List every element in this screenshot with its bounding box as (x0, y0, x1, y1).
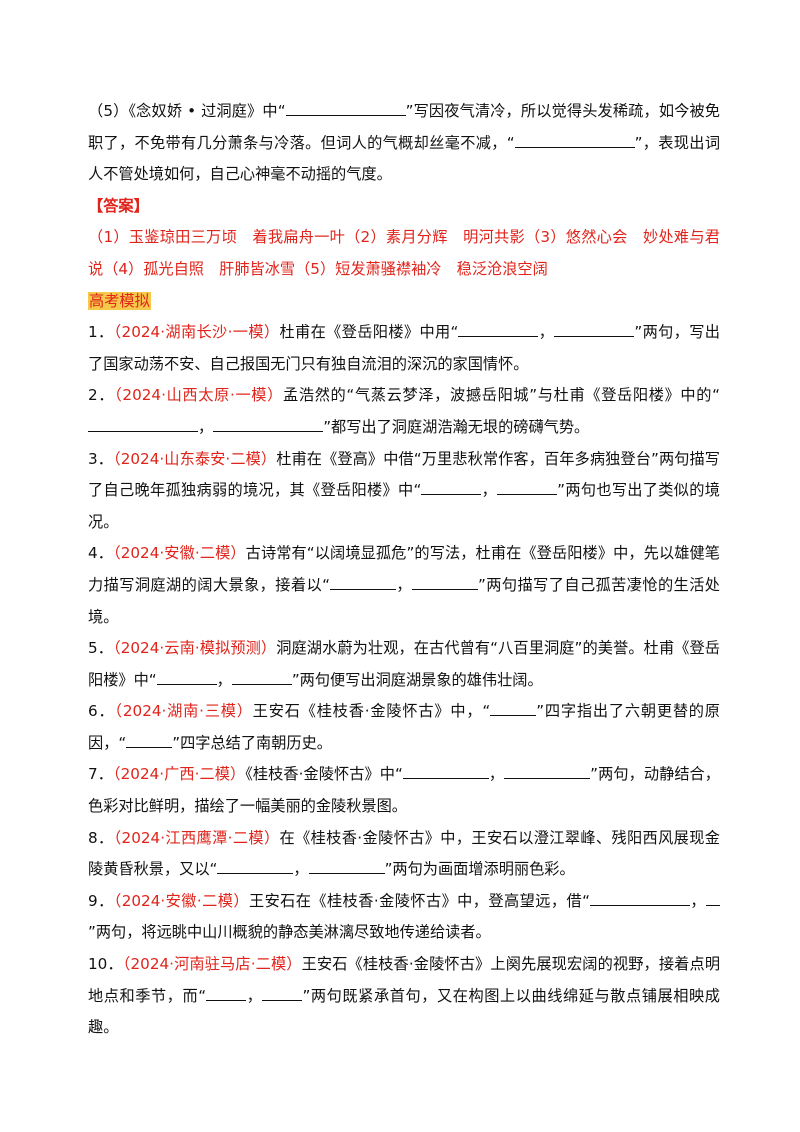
question-source: （2024·云南·模拟预测） (113, 639, 277, 658)
question-text: ， (481, 481, 498, 500)
answer-blank[interactable] (126, 731, 173, 748)
question-text: ， (538, 323, 555, 342)
answer-blank[interactable] (213, 415, 324, 432)
question-item: 4．（2024·安徽·二模）古诗常有“以阔境显孤危”的写法，杜甫在《登岳阳楼》中… (88, 538, 720, 633)
question-text: 杜甫在《登岳阳楼》中用“ (279, 323, 459, 342)
document-page: （5）《念奴娇 • 过洞庭》中“”写因夜气清冷，所以觉得头发稀疏，如今被免职了，… (88, 96, 720, 1044)
question-text: ”四字总结了南朝历史。 (172, 733, 332, 752)
question-text: 王安石《桂枝香·金陵怀古》上阕先展现宏阔的视野，接着点明地点和季节，而“ (88, 955, 721, 1005)
question-number: 7． (88, 765, 113, 784)
question-item: 8．（2024·江西鹰潭·二模）在《桂枝香·金陵怀古》中，王安石以澄江翠峰、残阳… (88, 823, 720, 886)
question-text: 杜甫在《登高》中借“万里悲秋常作客，百年多病独登台”两句描写了自己晚年孤独病弱的… (88, 449, 720, 500)
question-item: 6．（2024·湖南·三模）王安石《桂枝香·金陵怀古》中，“”四字指出了六朝更替… (88, 696, 720, 759)
question-source: （2024·安徽·二模） (113, 891, 249, 910)
section-title: 高考模拟 (88, 291, 151, 310)
question-source: （2024·山东泰安·二模） (113, 449, 277, 468)
question-source: （2024·湖南长沙·一模） (113, 323, 280, 342)
question-text: 王安石《桂枝香·金陵怀古》中，“ (252, 702, 491, 721)
question-text: 王安石在《桂枝香·金陵怀古》中，登高望远，借“ (248, 891, 590, 910)
question-text: ， (246, 986, 263, 1005)
question-text: 洞庭湖水蔚为壮观，在古代曾有“八百里洞庭”的美誉。杜甫《登岳阳楼》中“ (88, 639, 720, 689)
answer-label: 【答案】 (88, 196, 149, 215)
question-text: ”都写出了洞庭湖浩瀚无垠的磅礴气势。 (323, 417, 590, 436)
question-5-fill-in: （5）《念奴娇 • 过洞庭》中“”写因夜气清冷，所以觉得头发稀疏，如今被免职了，… (88, 96, 720, 191)
question-source: （2024·河南驻马店·二模） (122, 955, 302, 974)
question-item: 5．（2024·云南·模拟预测）洞庭湖水蔚为壮观，在古代曾有“八百里洞庭”的美誉… (88, 633, 720, 696)
answer-blank[interactable] (206, 984, 247, 1001)
answer-text: （1）玉鉴琼田三万顷 着我扁舟一叶（2）素月分辉 明河共影（3）悠然心会 妙处难… (88, 228, 720, 278)
answer-blank[interactable] (706, 889, 720, 906)
question-text: ， (689, 891, 706, 910)
question-text: 在《桂枝香·金陵怀古》中，王安石以澄江翠峰、残阳西风展现金陵黄昏秋景，又以“ (88, 828, 720, 879)
question-text: ， (293, 860, 309, 879)
question-text: ”两句也写出了类似的境况。 (88, 481, 720, 531)
answer-blank[interactable] (497, 478, 558, 496)
question-text: ， (216, 670, 232, 689)
answer-section: 【答案】 （1）玉鉴琼田三万顷 着我扁舟一叶（2）素月分辉 明河共影（3）悠然心… (88, 191, 720, 286)
answer-blank[interactable] (514, 131, 635, 148)
question-number: 4． (88, 544, 114, 563)
question-text: 《桂枝香·金陵怀古》中“ (245, 765, 403, 784)
question-item: 2．（2024·山西太原·一模）孟浩然的“气蒸云梦泽，波撼岳阳城”与杜甫《登岳阳… (88, 380, 720, 443)
answer-blank[interactable] (458, 320, 539, 338)
question-number: 1． (88, 323, 114, 342)
answer-blank[interactable] (490, 699, 537, 717)
question-text: ， (198, 417, 214, 436)
question-source: （2024·山西太原·一模） (114, 386, 284, 405)
question-text: 孟浩然的“气蒸云梦泽，波撼岳阳城”与杜甫《登岳阳楼》中的“ (283, 386, 721, 405)
question-source: （2024·广西·二模） (112, 765, 246, 784)
question-text: ， (395, 575, 413, 594)
question-item: 7．（2024·广西·二模）《桂枝香·金陵怀古》中“ ，”两句，动静结合，色彩对比… (88, 759, 720, 822)
question-text: ”两句，写出了国家动荡不安、自己报国无门只有独自流泪的深沉的家国情怀。 (88, 323, 720, 373)
q5-text-3: ”，表现出词人不管处境如何，自己心神毫不动摇的气度。 (88, 133, 721, 184)
answer-blank[interactable] (421, 478, 482, 496)
q5-text-2: ”写因夜气清冷，所以觉得头发稀疏，如今被免职了，不免带有几分萧条与冷落。但词人的… (88, 102, 720, 152)
question-text: ”两句，动静结合，色彩对比鲜明，描绘了一幅美丽的金陵秋景图。 (88, 765, 720, 816)
question-text: ”两句为画面增添明丽色彩。 (384, 860, 575, 879)
answer-blank[interactable] (504, 763, 591, 780)
answer-blank[interactable] (308, 857, 385, 875)
question-number: 3． (88, 449, 114, 468)
question-number: 10． (88, 955, 123, 974)
answer-blank[interactable] (156, 668, 217, 685)
answer-blank[interactable] (285, 99, 406, 116)
answer-blank[interactable] (402, 763, 489, 780)
answer-blank[interactable] (262, 984, 303, 1001)
question-item: 1．（2024·湖南长沙·一模）杜甫在《登岳阳楼》中用“ ，”两句，写出了国家动荡… (88, 317, 720, 380)
question-number: 8． (88, 828, 114, 847)
question-number: 2． (88, 386, 115, 405)
answer-blank[interactable] (412, 573, 479, 590)
answer-blank[interactable] (589, 889, 690, 906)
section-heading: 高考模拟 (88, 286, 720, 318)
question-text: ”两句描写了自己孤苦凄怆的生活处境。 (88, 575, 720, 626)
question-source: （2024·湖南·三模） (114, 702, 253, 721)
answer-blank[interactable] (88, 415, 198, 432)
answer-blank[interactable] (217, 857, 294, 875)
question-text: ”两句便写出洞庭湖景象的雄伟壮阔。 (291, 670, 543, 689)
question-text: ”两句，将远眺中山川概貌的静态美淋漓尽致地传递给读者。 (88, 923, 491, 942)
question-number: 5． (88, 639, 114, 658)
answer-blank[interactable] (231, 668, 292, 685)
question-text: 古诗常有“以阔境显孤危”的写法，杜甫在《登岳阳楼》中，先以雄健笔力描写洞庭湖的阔… (88, 544, 720, 594)
answer-blank[interactable] (554, 320, 635, 338)
question-text: ， (488, 765, 505, 784)
question-number: 9． (88, 891, 114, 910)
question-item: 9．（2024·安徽·二模）王安石在《桂枝香·金陵怀古》中，登高望远，借“ ， ”两… (88, 886, 720, 949)
question-text: ”两句既紧承首句，又在构图上以曲线绵延与散点铺展相映成趣。 (88, 986, 720, 1037)
question-text: ”四字指出了六朝更替的原因，“ (88, 702, 720, 752)
question-source: （2024·江西鹰潭·二模） (113, 828, 280, 847)
question-item: 10．（2024·河南驻马店·二模）王安石《桂枝香·金陵怀古》上阕先展现宏阔的视… (88, 949, 720, 1044)
question-number: 6． (88, 702, 115, 721)
question-source: （2024·安徽·二模） (113, 544, 246, 563)
question-item: 3．（2024·山东泰安·二模）杜甫在《登高》中借“万里悲秋常作客，百年多病独登… (88, 444, 720, 539)
q5-text-1: （5）《念奴娇 • 过洞庭》中“ (88, 102, 286, 120)
answer-blank[interactable] (329, 573, 396, 590)
